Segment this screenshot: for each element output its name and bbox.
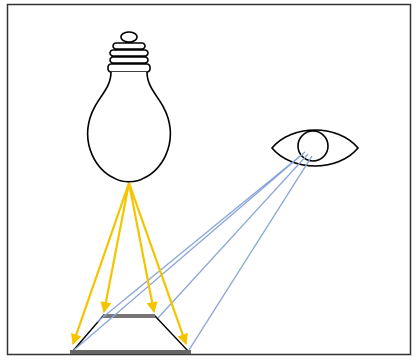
bulb-ring-2 [110, 50, 148, 56]
light-ray [104, 183, 129, 312]
sight-line [74, 152, 305, 350]
surface-body [72, 316, 189, 352]
sight-line [158, 154, 308, 318]
bulb-cap [121, 32, 137, 42]
surface-object [70, 316, 191, 352]
sight-line [189, 156, 312, 350]
diagram-frame [8, 5, 411, 355]
bulb-ring-4 [108, 64, 150, 72]
bulb-glass [88, 72, 171, 182]
bulb-ring-3 [110, 57, 148, 63]
light-bulb-icon [88, 32, 171, 182]
eye-icon [272, 130, 358, 166]
bulb-ring-1 [113, 43, 145, 49]
